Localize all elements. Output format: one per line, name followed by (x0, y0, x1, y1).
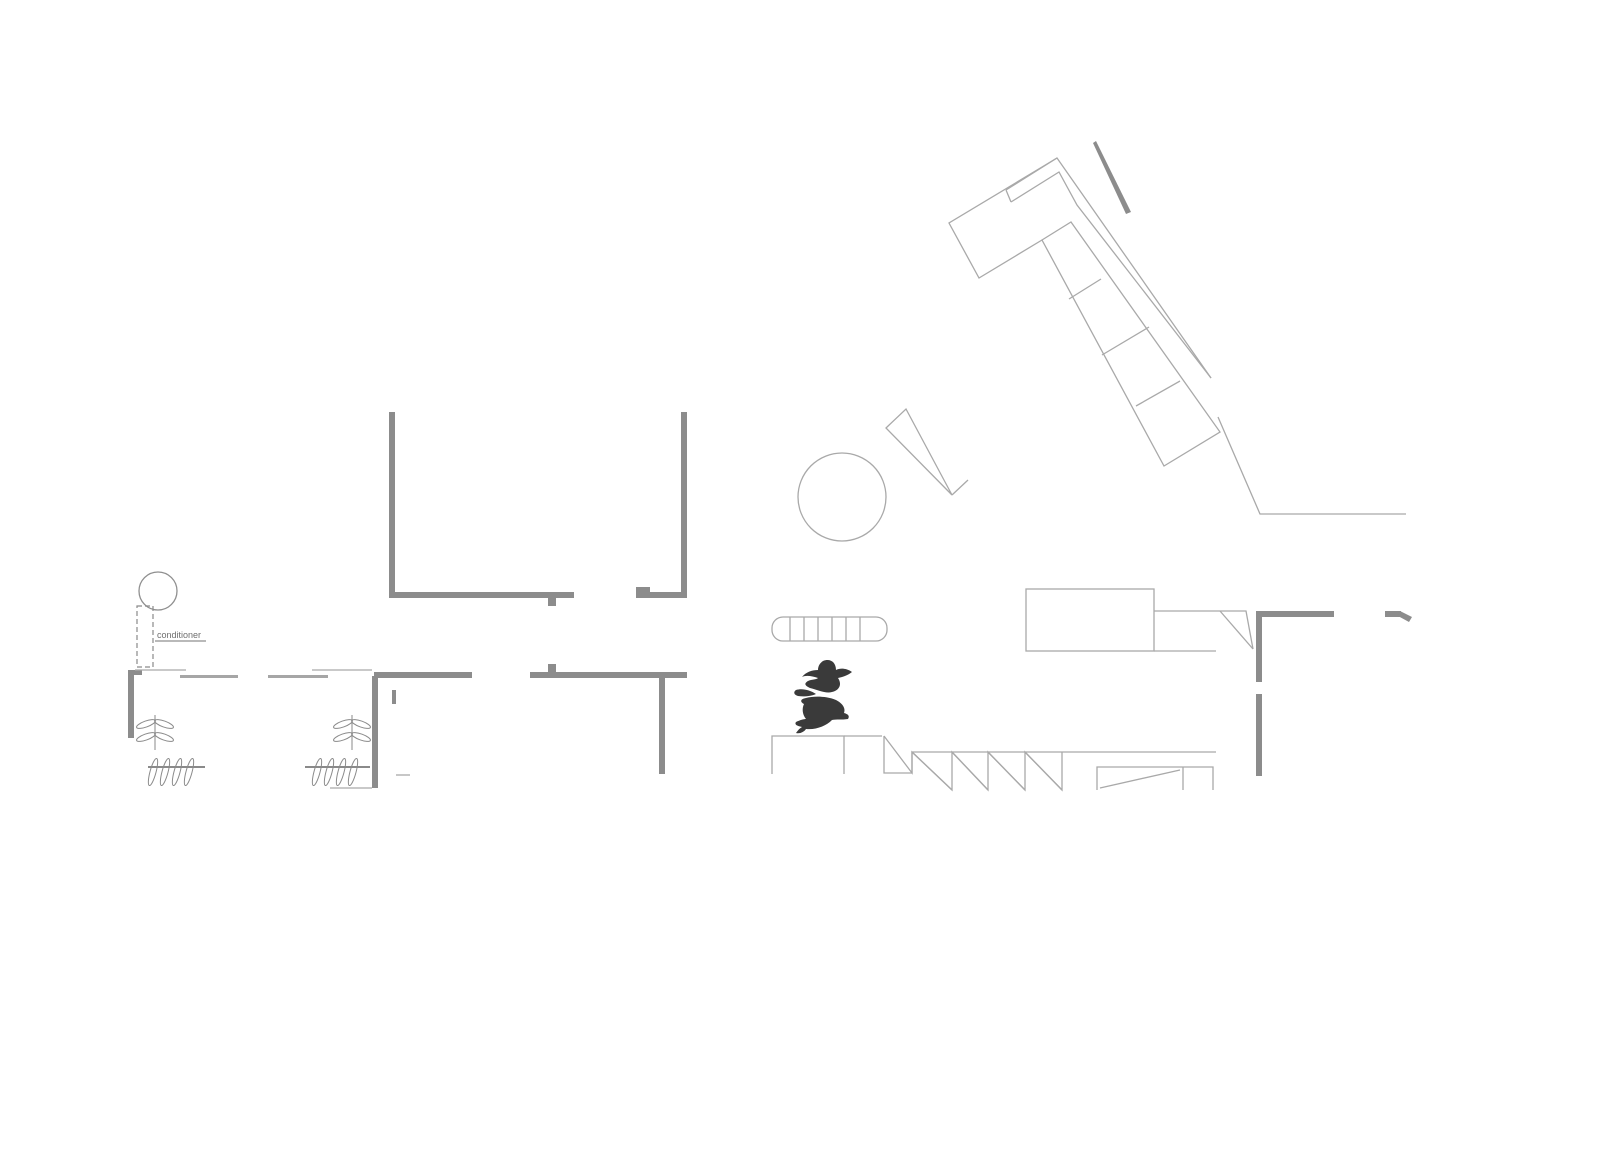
wall-corridor-b (530, 672, 687, 678)
sofa-back-inner (1010, 171, 1212, 379)
wall-right-top-a (1262, 611, 1334, 617)
wall-right-vertical-b (1256, 694, 1262, 776)
step-end-diag (1099, 769, 1181, 789)
sofa-arm (948, 157, 1058, 279)
counter-extension (1154, 610, 1254, 650)
sofa-body (1041, 221, 1221, 467)
slatted-bench (771, 616, 888, 642)
door-jamb-upper-right (636, 587, 650, 593)
sofa-rotated (948, 157, 1221, 467)
wall-room-bottom-right (636, 592, 687, 598)
step-diag-a (911, 751, 953, 791)
sofa-back-top (1005, 189, 1012, 203)
wall-room-left (389, 412, 395, 597)
step-diag-b (951, 751, 989, 791)
wall-right-top-corner (1398, 611, 1412, 622)
wall-right-top-b (1385, 611, 1401, 617)
angled-boundary-line (1217, 416, 1406, 515)
air-conditioner-unit (136, 605, 154, 668)
plant-icon (136, 715, 205, 787)
wall-corridor-a (374, 672, 472, 678)
walls (128, 141, 1412, 788)
person-figure-arm (794, 689, 816, 697)
person-figure-upper (802, 660, 852, 693)
door-jamb-upper (548, 592, 556, 606)
wall-left-block-top (128, 670, 142, 675)
step-end-box (1096, 766, 1214, 790)
triangle-chair (885, 407, 953, 496)
step-diag-d (1024, 751, 1063, 791)
steps-zigzag (771, 735, 1216, 792)
small-round-table (138, 571, 178, 611)
wall-left-block-stub (392, 690, 396, 704)
wall-room-bottom-left (389, 592, 574, 598)
step-block (771, 735, 845, 774)
plant-icon (305, 715, 371, 787)
door-jamb-lower (548, 664, 556, 674)
counter-table (1025, 588, 1155, 652)
step-zigzag-diag (883, 735, 1216, 775)
wall-left-block-outer (128, 670, 134, 738)
wall-diagonal-top (1093, 141, 1131, 214)
sofa-seat-a (1068, 278, 1102, 300)
sofa-seat-c (1135, 380, 1181, 407)
round-table (797, 452, 887, 542)
conditioner-label: conditioner (157, 630, 201, 640)
wall-left-sill-b (268, 675, 328, 678)
people-figures-icon (794, 660, 852, 734)
wall-corridor-drop (659, 676, 665, 774)
wall-left-block-divider (372, 676, 378, 788)
triangle-chair-back (951, 479, 969, 496)
plant-icon (136, 715, 371, 787)
furniture: conditioner (135, 157, 1406, 792)
counter-diagonal (1219, 610, 1254, 650)
step-diag-c (987, 751, 1026, 791)
person-figure-lower (795, 696, 849, 734)
wall-room-right (681, 412, 687, 597)
sofa-seat-b (1101, 326, 1150, 356)
sofa-back-outer (1005, 157, 1212, 379)
wall-right-vertical-a (1256, 611, 1262, 682)
wall-left-sill-a (180, 675, 238, 678)
